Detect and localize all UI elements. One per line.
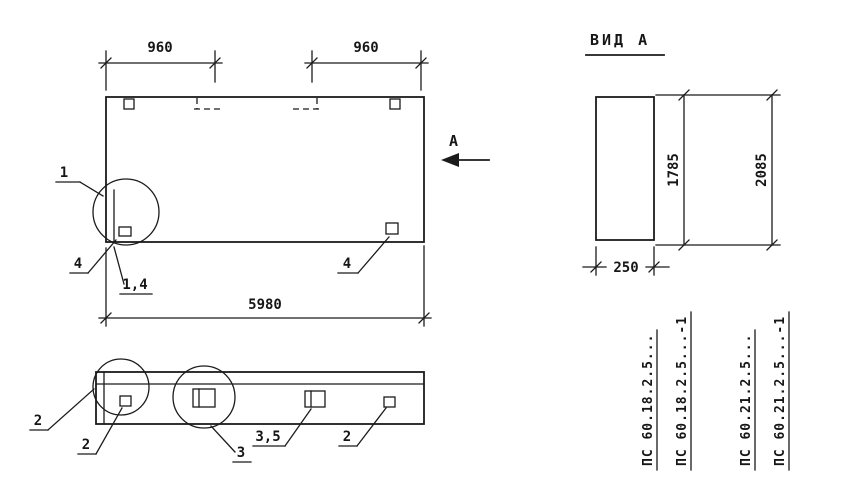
view-arrow-a: А [441, 132, 490, 167]
view-arrow-label: А [449, 132, 461, 150]
tick-mark [590, 261, 602, 273]
arrow-head-icon [441, 153, 459, 167]
panel-mark-1: ПС 60.18.2.5... [641, 334, 656, 466]
dim-label: 960 [353, 40, 378, 56]
tick-mark [678, 89, 690, 101]
view-a: ВИД А 250 1785 2085 [582, 31, 781, 276]
dim-960-left: 960 [98, 40, 223, 91]
side-opening-mid-left [192, 388, 216, 408]
leader-line [357, 236, 390, 274]
tick-mark [766, 239, 778, 251]
tick-mark [209, 57, 221, 69]
callout-label: 4 [343, 256, 351, 272]
tick-mark [100, 57, 112, 69]
leader-line [47, 388, 95, 431]
callout-label: 3 [237, 445, 245, 461]
view-a-outline [595, 96, 655, 241]
dim-label: 5980 [248, 297, 282, 313]
tick-mark [415, 57, 427, 69]
dim-960-right: 960 [304, 40, 429, 91]
callout-2-right: 2 [338, 407, 387, 447]
callout-3: 3 [210, 425, 252, 463]
panel-mark-4: ПС 60.21.2.5...-1 [773, 316, 788, 466]
leader-line [87, 239, 117, 274]
leader-line [210, 425, 236, 453]
tick-mark [678, 239, 690, 251]
callout-label: 1 [60, 165, 68, 181]
tick-mark [100, 312, 112, 324]
callout-1-4: 1,4 [113, 246, 153, 295]
detail-circle-side-left [92, 358, 150, 416]
leader-line [95, 407, 123, 455]
dim-label: 1785 [666, 153, 682, 187]
side-outline [95, 371, 425, 425]
panel-outline [105, 96, 425, 243]
embed-plate-top-right [389, 98, 401, 110]
callout-label: 4 [74, 256, 82, 272]
callout-label: 3,5 [255, 429, 280, 445]
callout-4-right: 4 [337, 236, 390, 274]
callout-3-5: 3,5 [252, 408, 312, 447]
tick-mark [418, 312, 430, 324]
side-plate-left [119, 395, 132, 407]
detail-circle-side-mid [172, 365, 236, 429]
panel-mark-2: ПС 60.18.2.5...-1 [675, 316, 690, 466]
callout-1: 1 [55, 165, 104, 197]
callout-label: 1,4 [122, 277, 147, 293]
side-view: 2 2 3 3,5 2 [29, 358, 425, 463]
tick-mark [648, 261, 660, 273]
leader-line [284, 408, 312, 447]
embed-plate-bottom-left [118, 226, 132, 237]
callout-4-left: 4 [69, 239, 117, 274]
side-opening-mid-right [304, 390, 326, 408]
panel-mark-3: ПС 60.21.2.5... [739, 334, 754, 466]
leader-line [79, 181, 104, 197]
dim-label: 960 [147, 40, 172, 56]
plan-view: 960 960 5980 А 1 [55, 40, 490, 327]
embed-plate-bottom-right [385, 222, 399, 235]
callout-2-left: 2 [29, 388, 95, 431]
callout-label: 2 [34, 413, 42, 429]
dim-2085: 2085 [754, 89, 778, 251]
leader-line [356, 407, 387, 447]
tick-mark [306, 57, 318, 69]
callout-2-mid: 2 [77, 407, 123, 455]
dim-label: 2085 [754, 153, 770, 187]
dim-label: 250 [613, 260, 638, 276]
tick-mark [766, 89, 778, 101]
dim-5980: 5980 [98, 245, 432, 327]
view-a-title: ВИД А [590, 31, 650, 49]
leader-line [113, 246, 125, 285]
panel-marks: ПС 60.18.2.5... ПС 60.18.2.5...-1 ПС 60.… [641, 311, 790, 471]
dim-250: 250 [582, 246, 670, 276]
dim-1785: 1785 [666, 89, 690, 251]
side-plate-right [383, 396, 396, 408]
detail-circle-corner [92, 178, 160, 246]
callout-label: 2 [343, 429, 351, 445]
embed-plate-top-left [123, 98, 135, 110]
callout-label: 2 [82, 437, 90, 453]
